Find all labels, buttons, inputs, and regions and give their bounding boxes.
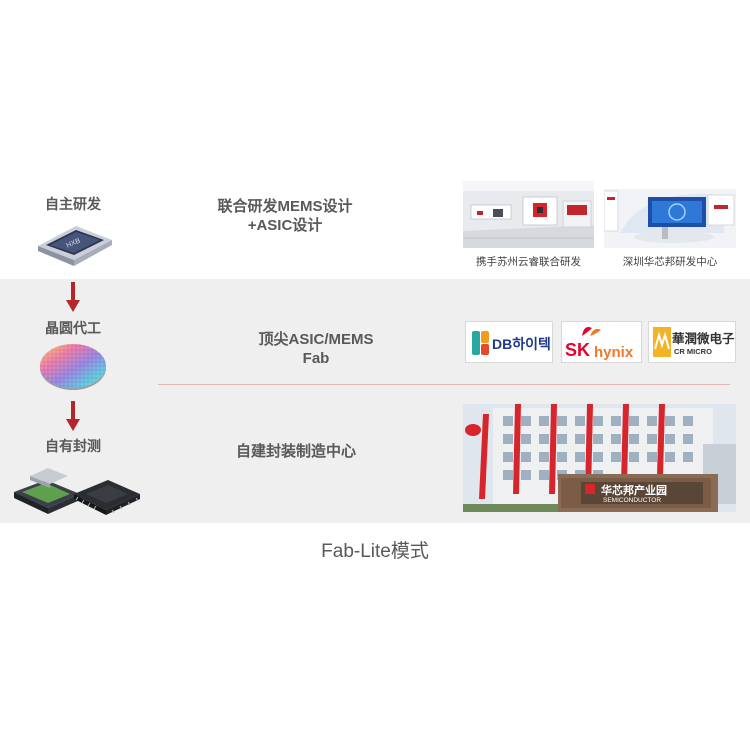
cr-micro-en-text: CR MICRO — [674, 347, 712, 356]
lab-caption-suzhou: 携手苏州云睿联合研发 — [476, 256, 581, 268]
park-sign-subtext: SEMICONDUCTOR — [603, 497, 661, 504]
step-label-foundry: 晶圆代工 — [45, 320, 101, 336]
lab-photo-shenzhen — [604, 181, 736, 248]
desc-foundry-line2: Fab — [302, 350, 330, 367]
desc-foundry-line1: 顶尖ASIC/MEMS — [258, 331, 374, 348]
diagram-caption: Fab-Lite模式 — [321, 541, 429, 562]
desc-foundry: 顶尖ASIC/MEMS Fab — [236, 330, 396, 368]
desc-rd-line1: 联合研发MEMS设计 — [217, 198, 353, 215]
divider-line — [158, 384, 730, 385]
arrow-down-2 — [66, 401, 80, 431]
sk-butterfly-icon — [582, 327, 601, 336]
lab-caption-shenzhen: 深圳华芯邦研发中心 — [622, 256, 718, 268]
hynix-text: hynix — [594, 344, 634, 361]
wafer-image — [40, 344, 106, 390]
step-label-rd: 自主研发 — [45, 196, 101, 212]
desc-packaging: 自建封装制造中心 — [216, 442, 376, 461]
db-hitek-text: DB하이텍 — [492, 336, 551, 352]
desc-packaging-line1: 自建封装制造中心 — [235, 443, 356, 460]
sk-text: SK — [565, 340, 591, 360]
desc-rd-line2: +ASIC设计 — [247, 217, 323, 234]
chip-image: HXB — [38, 226, 112, 266]
logo-db-hitek: DB하이텍 — [465, 321, 553, 363]
package-chips-image — [14, 468, 140, 515]
cr-micro-mark-icon — [653, 327, 671, 357]
desc-rd: 联合研发MEMS设计 +ASIC设计 — [205, 197, 365, 235]
step-label-packaging: 自有封测 — [45, 438, 101, 454]
lab-photo-suzhou — [463, 181, 594, 248]
industrial-park-photo: 华芯邦产业园 SEMICONDUCTOR — [463, 404, 736, 512]
cr-micro-cn-text: 華潤微电子 — [672, 332, 735, 346]
logo-sk-hynix: SK hynix — [561, 321, 642, 363]
db-hitek-mark-icon — [472, 331, 489, 355]
logo-cr-micro: 華潤微电子 CR MICRO — [648, 321, 736, 363]
arrow-down-1 — [66, 282, 80, 312]
park-sign-text: 华芯邦产业园 — [601, 483, 667, 497]
